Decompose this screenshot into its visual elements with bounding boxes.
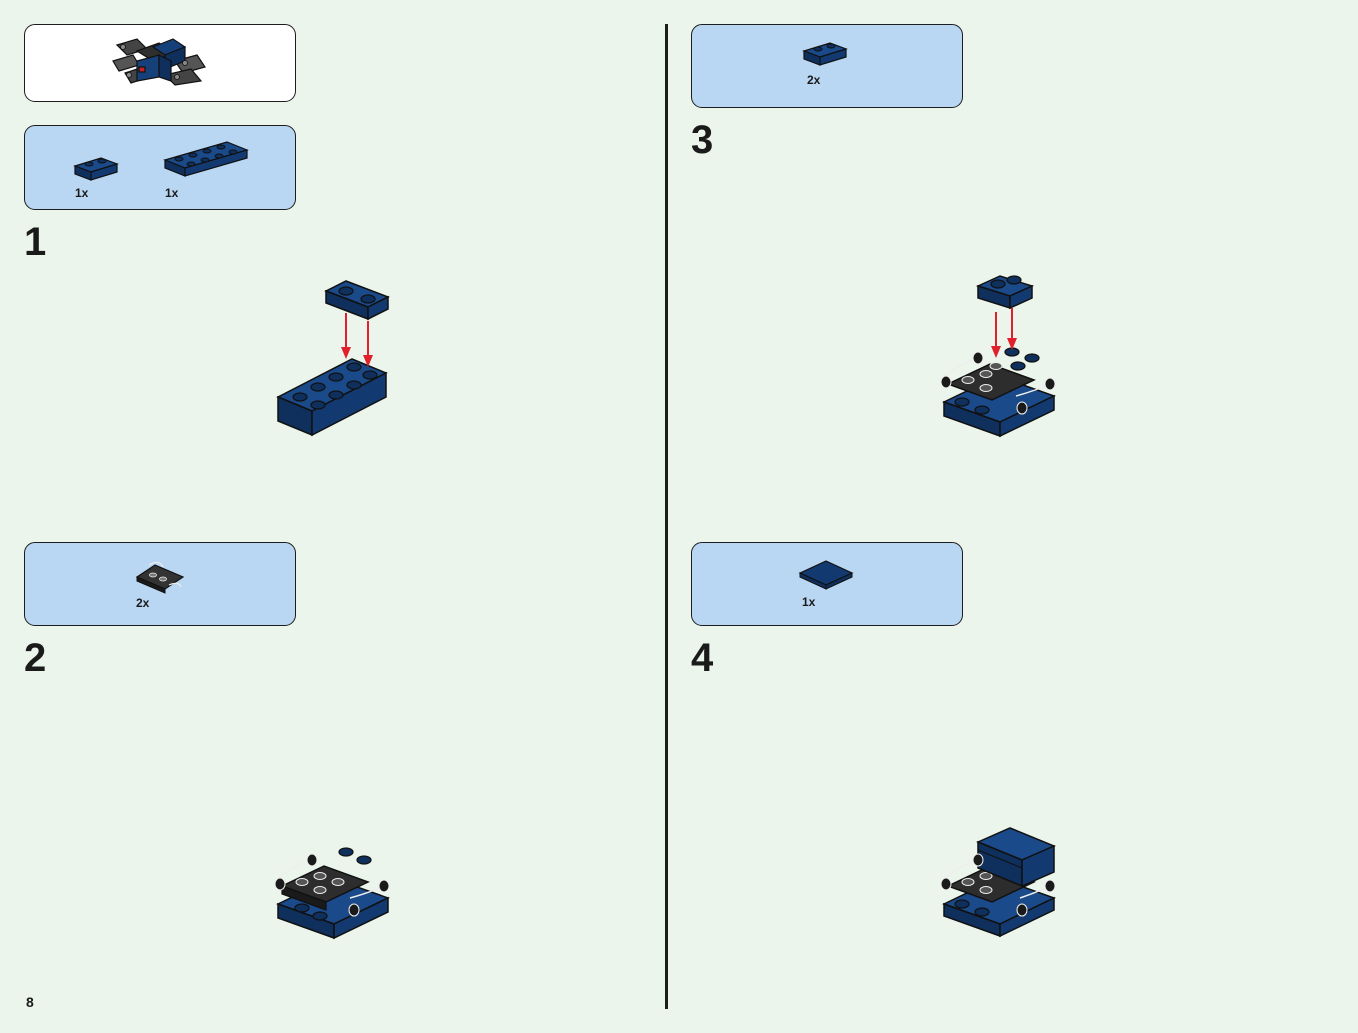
- page-number: 8: [26, 994, 34, 1010]
- plate-clip-black-icon: [135, 561, 185, 594]
- step-4-parts-callout: 1x: [691, 542, 963, 626]
- tile-2x2-dark-blue-icon: [798, 560, 854, 590]
- submodel-preview-box: [24, 24, 296, 102]
- plate-1x2-dark-blue-icon: [802, 42, 848, 66]
- step-1-part-2-qty: 1x: [165, 186, 179, 200]
- step-1-parts-callout: 1x 1x: [24, 125, 296, 210]
- step-1-part-1-qty: 1x: [75, 186, 89, 200]
- spider-model-icon: [112, 38, 206, 86]
- step-4-number: 4: [691, 636, 714, 680]
- step-4-build-illustration: [940, 827, 1056, 938]
- step-3-parts-callout: 2x: [691, 24, 963, 108]
- plate-1x2-dark-blue-icon: [73, 157, 119, 181]
- step-3-build-illustration: [940, 275, 1056, 438]
- plate-2x4-dark-blue-icon: [163, 141, 249, 177]
- step-3-part-1-qty: 2x: [807, 73, 821, 87]
- step-4-part-1-qty: 1x: [802, 595, 816, 609]
- step-2-parts-callout: 2x: [24, 542, 296, 626]
- step-3-number: 3: [691, 118, 714, 162]
- step-2-part-1-qty: 2x: [136, 596, 150, 610]
- step-2-number: 2: [24, 636, 47, 680]
- step-2-build-illustration: [274, 847, 390, 940]
- page-column-divider: [665, 24, 668, 1009]
- step-1-number: 1: [24, 220, 47, 264]
- step-1-build-illustration: [276, 280, 390, 437]
